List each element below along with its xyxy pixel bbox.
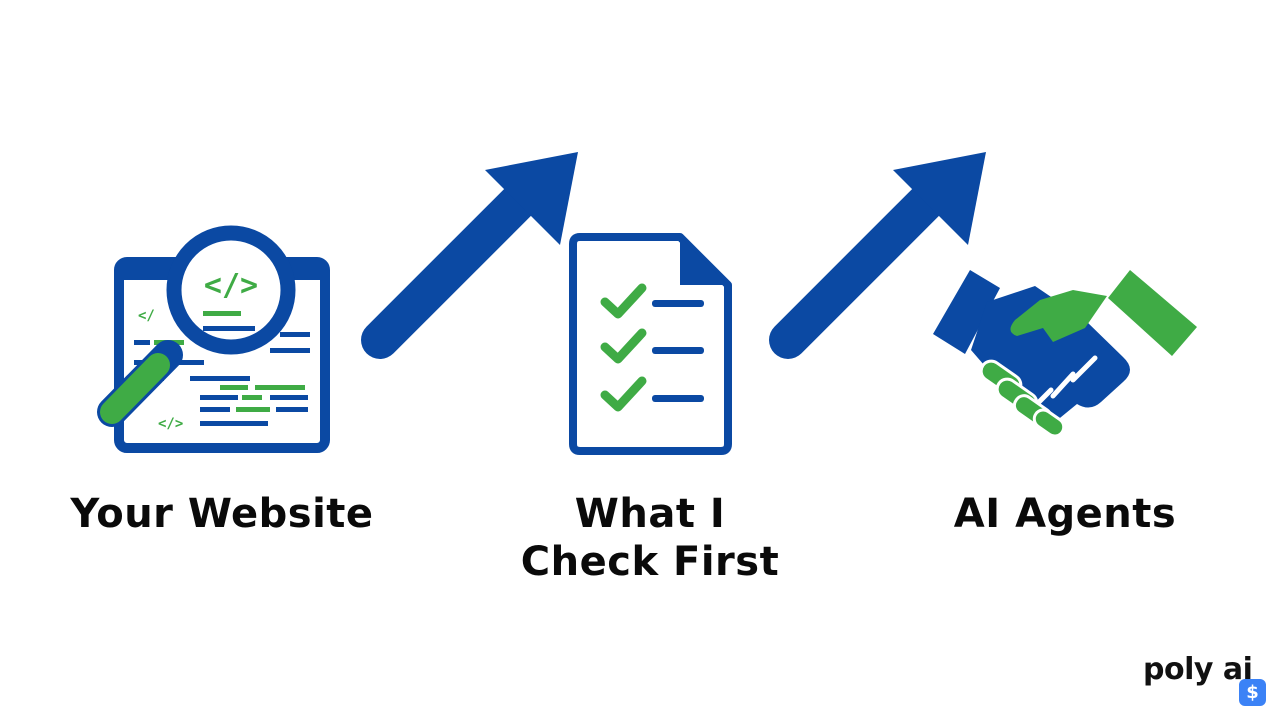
checklist-document-icon xyxy=(569,233,732,455)
step-label-line: Check First xyxy=(520,539,780,585)
svg-text:</>: </> xyxy=(204,268,258,303)
svg-text:</>: </> xyxy=(158,416,183,432)
step-label-your-website: Your Website xyxy=(22,490,422,538)
svg-text:</: </ xyxy=(138,308,155,324)
arrow-up-right-icon xyxy=(361,152,578,359)
connector-arrow-2 xyxy=(769,152,986,359)
step-label-line: What I xyxy=(574,491,726,537)
brand-name: poly ai xyxy=(1143,652,1253,687)
brand-badge-icon: $ xyxy=(1239,679,1266,706)
step-label-line: Your Website xyxy=(70,491,374,537)
step-label-what-i-check-first: What I Check First xyxy=(450,490,850,586)
handshake-icon xyxy=(933,270,1197,438)
arrow-up-right-icon xyxy=(769,152,986,359)
step-label-ai-agents: AI Agents xyxy=(865,490,1265,538)
step-label-line: AI Agents xyxy=(953,491,1177,537)
website-magnifier-icon: </ </> </> xyxy=(97,225,330,453)
connector-arrow-1 xyxy=(361,152,578,359)
